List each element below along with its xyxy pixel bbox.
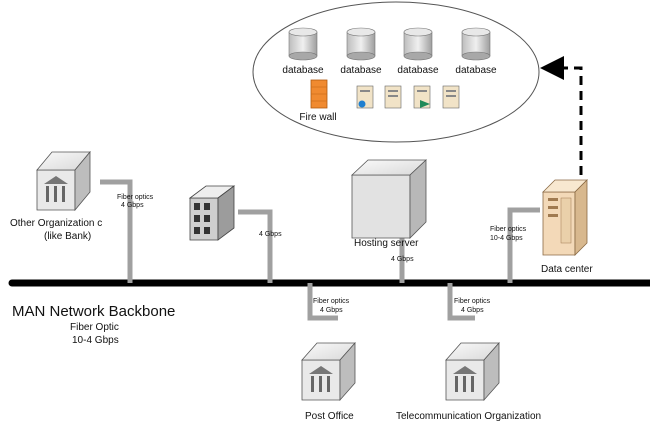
backbone-speed: 10-4 Gbps	[72, 335, 119, 346]
post-office-link-medium: Fiber optics	[313, 298, 350, 305]
office-building-icon	[188, 185, 236, 241]
bank-building-icon	[36, 150, 91, 212]
link-lines	[100, 179, 540, 321]
firewall-label: Fire wall	[299, 112, 336, 123]
database-label: database	[455, 65, 497, 76]
other-org-link-medium: Fiber optics	[117, 194, 154, 201]
database-label: database	[282, 65, 324, 76]
server-icon	[442, 85, 460, 109]
database-icon	[288, 27, 318, 61]
other-org-label: Other Organization c	[10, 218, 102, 229]
database-icon	[403, 27, 433, 61]
other-org-link-speed: 4 Gbps	[121, 202, 144, 209]
datacenter-uplink	[540, 56, 583, 175]
building-link-speed: 4 Gbps	[259, 231, 282, 238]
telecom-link-speed: 4 Gbps	[461, 307, 484, 314]
datacenter-link-speed: 10-4 Gbps	[490, 235, 523, 242]
hosting-server-icon	[350, 159, 428, 239]
telecom-link-medium: Fiber optics	[454, 298, 491, 305]
database-icon	[346, 27, 376, 61]
backbone-title: MAN Network Backbone	[12, 303, 175, 320]
link-datacenter	[507, 207, 540, 283]
post-office-link-speed: 4 Gbps	[320, 307, 343, 314]
other-org-sublabel: (like Bank)	[44, 231, 91, 242]
datacenter-link-medium: Fiber optics	[490, 226, 527, 233]
server-icon	[413, 85, 431, 109]
link-telecom	[447, 283, 475, 321]
hosting-link-speed: 4 Gbps	[391, 256, 414, 263]
telecom-label: Telecommunication Organization	[396, 411, 541, 422]
link-post-office	[307, 283, 338, 321]
database-icon	[461, 27, 491, 61]
hosting-server-label: Hosting server	[354, 238, 419, 249]
post-office-label: Post Office	[305, 411, 354, 422]
link-other-org	[100, 179, 133, 283]
post-office-building-icon	[301, 341, 356, 402]
link-building	[238, 209, 273, 283]
database-label: database	[340, 65, 382, 76]
datacenter-server-icon	[542, 179, 588, 256]
backbone-medium: Fiber Optic	[70, 322, 119, 333]
server-icon	[384, 85, 402, 109]
server-icon	[356, 85, 374, 109]
firewall-icon	[310, 79, 328, 109]
database-label: database	[397, 65, 439, 76]
telecom-building-icon	[445, 341, 500, 402]
datacenter-label: Data center	[541, 264, 593, 275]
datacenter-cluster: database database database database Fire…	[252, 1, 540, 143]
